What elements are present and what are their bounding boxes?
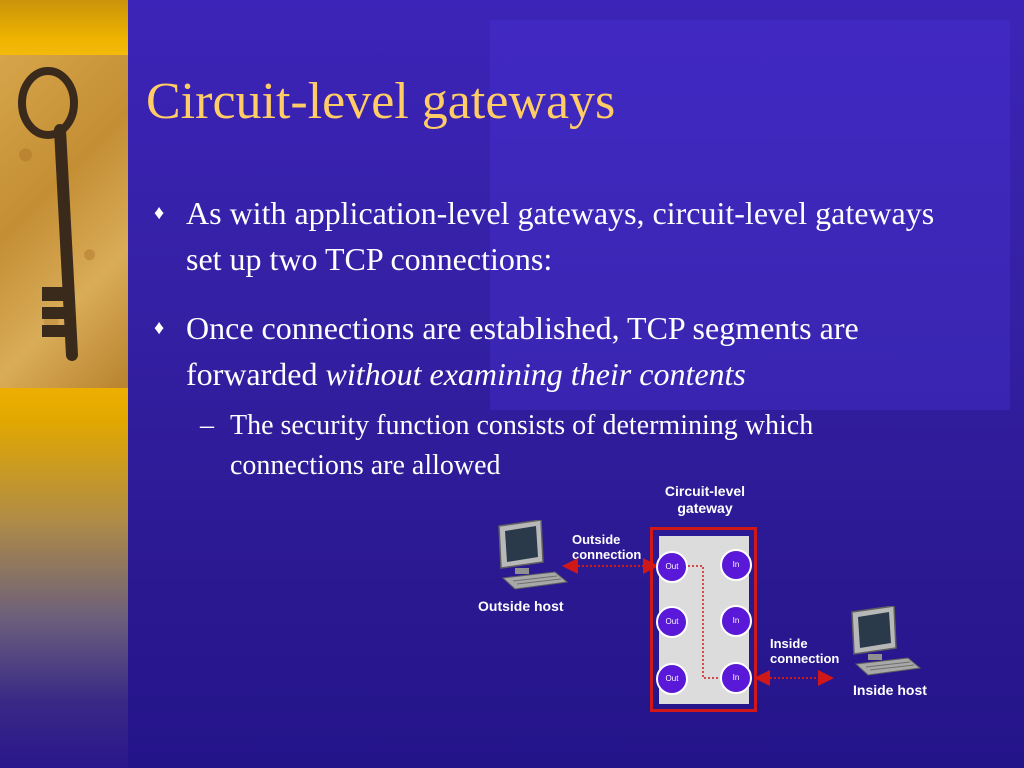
out-port: Out	[656, 663, 688, 695]
out-port: Out	[656, 606, 688, 638]
sub-bullet-item: – The security function consists of dete…	[200, 406, 960, 486]
bullet-text-emphasis: without examining their contents	[325, 356, 746, 392]
gateway-label: Circuit-level gateway	[640, 483, 770, 517]
inside-connection-label: Inside connection	[770, 636, 839, 666]
slide-title: Circuit-level gateways	[146, 73, 616, 130]
sub-bullet-dash: –	[200, 410, 214, 441]
bullet-item: ♦ Once connections are established, TCP …	[154, 305, 964, 397]
bullet-text-plain: Once connections are established, TCP se…	[186, 310, 859, 392]
gateway-label-line: gateway	[677, 500, 733, 516]
in-port: In	[720, 605, 752, 637]
inside-connection-line: Inside	[770, 636, 808, 651]
key-image	[0, 55, 128, 388]
panel-highlight	[490, 20, 1010, 410]
diamond-bullet-icon: ♦	[154, 202, 165, 224]
bullet-item: ♦ As with application-level gateways, ci…	[154, 190, 964, 282]
outside-computer-icon	[495, 519, 570, 595]
gateway-border	[650, 527, 757, 712]
inside-connection-line: connection	[770, 651, 840, 666]
key-icon	[18, 67, 78, 361]
in-port: In	[720, 662, 752, 694]
gateway-label-line: Circuit-level	[664, 483, 746, 499]
out-port: Out	[656, 551, 688, 583]
diamond-bullet-icon: ♦	[154, 317, 165, 339]
inside-host-label: Inside host	[853, 682, 927, 698]
in-port: In	[720, 549, 752, 581]
outside-connection-line: Outside	[572, 532, 621, 547]
internal-relay-path	[688, 565, 720, 679]
inside-computer-icon	[848, 605, 923, 681]
bullet-text: Once connections are established, TCP se…	[186, 305, 966, 397]
bullet-text: As with application-level gateways, circ…	[186, 195, 935, 277]
sub-bullet-text: The security function consists of determ…	[230, 410, 814, 481]
outside-host-label: Outside host	[478, 598, 564, 614]
